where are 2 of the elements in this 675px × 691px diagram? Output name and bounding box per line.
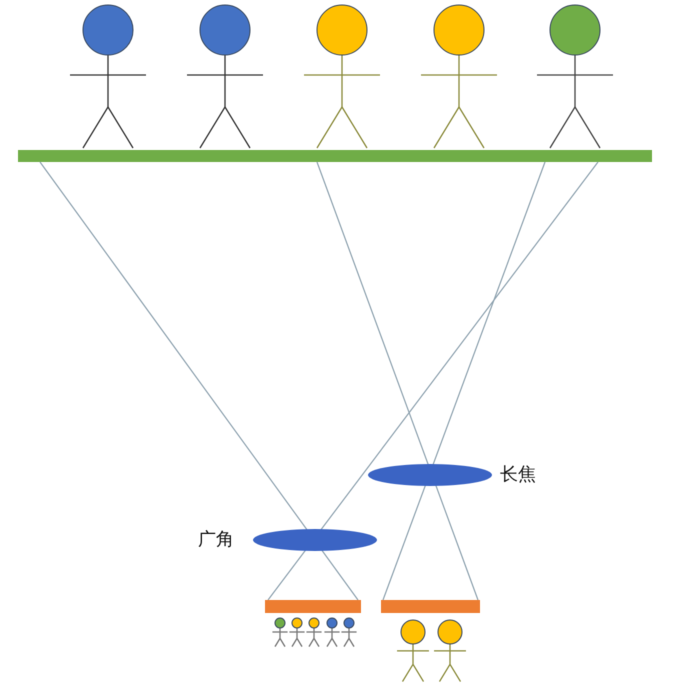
lens-label: 长焦: [500, 464, 536, 486]
lens-label: 广角: [198, 529, 234, 551]
